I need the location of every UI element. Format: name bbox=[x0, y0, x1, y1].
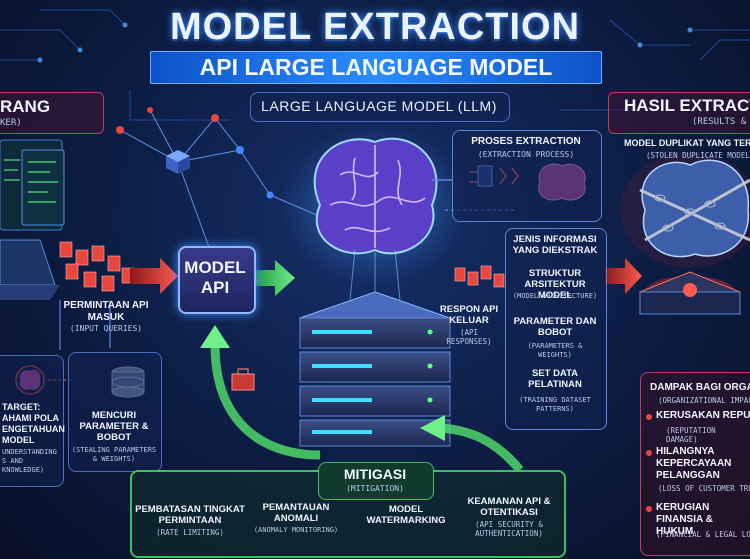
mitigation-api-security-sub: (API SECURITY & AUTHENTICATION) bbox=[475, 520, 543, 538]
impact-panel bbox=[640, 372, 750, 556]
attacker-panel bbox=[0, 92, 104, 134]
results-heading: HASIL EXTRACTIO bbox=[624, 96, 750, 115]
circuit-lines bbox=[0, 9, 750, 121]
info-item-architecture-sub: (MODEL ARCHITECTURE) bbox=[512, 292, 598, 300]
info-item-dataset-sub: (TRAINING DATASET PATTERNS) bbox=[519, 396, 591, 413]
subtitle-banner: API LARGE LANGUAGE MODEL bbox=[150, 51, 602, 84]
stolen-model-platform bbox=[638, 271, 742, 315]
impact-item-trust-sub: (LOSS OF CUSTOMER TRUS bbox=[658, 484, 750, 493]
chained-brain-icon bbox=[639, 159, 750, 258]
impact-item-financial-sub: (FINANCIAL & LEGAL LOSS bbox=[656, 530, 750, 539]
model-api-box bbox=[178, 246, 256, 314]
mitigation-subheading: (MITIGATION) bbox=[346, 484, 404, 493]
impact-bullet bbox=[646, 450, 652, 456]
info-types-heading: JENIS INFORMASI YANG DIEKSTRAK bbox=[512, 234, 598, 256]
mitigation-heading-box bbox=[318, 462, 434, 500]
impact-item-trust: HILANGNYA KEPERCAYAAN PELANGGAN bbox=[656, 446, 732, 481]
cube-icon bbox=[166, 150, 190, 174]
mitigation-rate-limiting-sub: (RATE LIMITING) bbox=[156, 528, 224, 537]
toolbox-icon bbox=[231, 368, 255, 391]
attacker-subheading: KER) bbox=[0, 118, 22, 128]
info-types-panel bbox=[505, 228, 607, 430]
llm-heading-box bbox=[250, 92, 510, 122]
results-subheading: (RESULTS & bbox=[692, 117, 747, 127]
extraction-process-panel bbox=[452, 130, 602, 222]
target-label: TARGET: AHAMI POLA ENGETAHUAN MODEL bbox=[2, 402, 65, 445]
mitigation-watermarking: MODEL WATERMARKING bbox=[366, 504, 446, 526]
impact-bullet bbox=[646, 506, 652, 512]
process-sublabel: (EXTRACTION PROCESS) bbox=[477, 150, 575, 159]
model-api-label-line2: API bbox=[200, 278, 230, 297]
extraction-output-arrow bbox=[605, 258, 642, 294]
process-label: PROSES EXTRACTION bbox=[471, 136, 581, 147]
results-panel bbox=[608, 92, 750, 134]
info-item-architecture: STRUKTUR ARSITEKTUR MODEL bbox=[524, 268, 586, 301]
info-item-parameters: PARAMETER DAN BOBOT bbox=[513, 316, 597, 338]
brain-icon bbox=[313, 137, 438, 255]
mitigation-anomaly: PEMANTAUAN ANOMALI bbox=[262, 502, 330, 524]
info-item-parameters-sub: (PARAMETERS & WEIGHTS) bbox=[527, 342, 583, 359]
attacker-heading: RANG bbox=[0, 97, 51, 116]
duplicate-sublabel: (STOLEN DUPLICATE MODEL) bbox=[646, 151, 750, 160]
model-api-label-line1: MODEL bbox=[184, 258, 246, 277]
query-arrow bbox=[130, 258, 178, 294]
queries-label: PERMINTAAN API MASUK bbox=[63, 300, 149, 323]
mitigation-feedback-arrow-left bbox=[210, 344, 321, 460]
target-panel bbox=[0, 355, 64, 487]
mitigation-rate-limiting: PEMBATASAN TINGKAT PERMINTAAN bbox=[135, 504, 245, 526]
response-label: RESPON API KELUAR bbox=[439, 304, 499, 326]
steal-label: MENCURI PARAMETER & BOBOT bbox=[79, 410, 149, 443]
mitigation-feedback-arrow-right bbox=[439, 423, 524, 473]
duplicate-label: MODEL DUPLIKAT YANG TERC bbox=[624, 138, 750, 148]
impact-bullet bbox=[646, 414, 652, 420]
target-sublabel: UNDERSTANDING S AND KNOWLEDGE) bbox=[2, 448, 57, 474]
request-packets bbox=[59, 241, 135, 292]
mitigation-anomaly-sub: (ANOMALY MONITORING) bbox=[253, 526, 339, 534]
impact-item-financial: KERUGIAN FINANSIA & HUKUM bbox=[656, 502, 713, 537]
api-to-llm-arrow bbox=[252, 260, 295, 296]
page-title: MODEL EXTRACTION bbox=[169, 6, 581, 48]
info-item-dataset: SET DATA PELATINAN bbox=[528, 368, 582, 390]
steal-panel bbox=[68, 352, 162, 472]
queries-sublabel: (INPUT QUERIES) bbox=[69, 324, 143, 333]
impact-item-reputation: KERUSAKAN REPUT bbox=[656, 410, 750, 421]
impact-heading: DAMPAK BAGI ORGANIS bbox=[650, 382, 750, 393]
steal-sublabel: (STEALING PARAMETERS & WEIGHTS) bbox=[71, 446, 157, 463]
impact-subheading: (ORGANIZATIONAL IMPACT bbox=[658, 396, 750, 405]
mitigation-heading: MITIGASI bbox=[343, 466, 407, 482]
server-stack-illustration bbox=[298, 291, 452, 447]
attacker-computer-illustration bbox=[0, 139, 65, 300]
llm-heading: LARGE LANGUAGE MODEL (LLM) bbox=[261, 98, 497, 114]
impact-item-reputation-sub: (REPUTATION DAMAGE) bbox=[666, 426, 716, 444]
response-sublabel: (API RESPONSES) bbox=[446, 328, 492, 346]
mitigation-api-security: KEAMANAN API & OTENTIKASI bbox=[467, 496, 551, 518]
